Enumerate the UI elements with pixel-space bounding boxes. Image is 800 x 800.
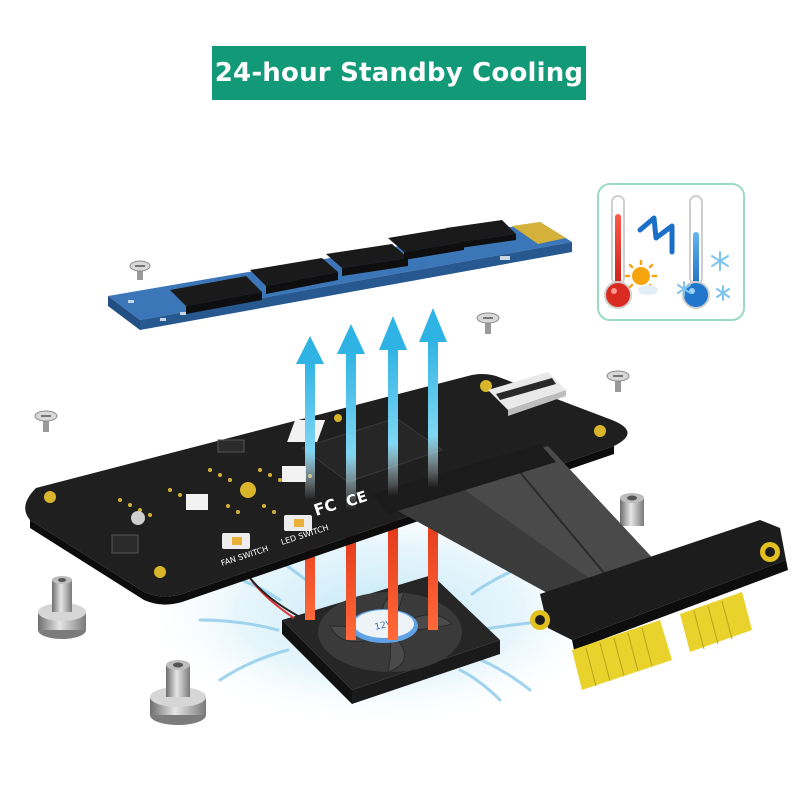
pcie-riser [372,444,788,690]
snowflake-icon [677,251,730,301]
lightning-icon [637,215,675,255]
adapter-pcb: FAN SWITCH LED SWITCH FC CE [25,372,628,605]
fan-switch [222,533,250,549]
thermometer-cold-icon [682,195,710,309]
m2-ssd [108,220,572,330]
nand-chips [170,220,516,314]
m2-slot [488,372,566,416]
thermometer-hot-icon [604,195,632,309]
cool-arrow-icon [296,308,447,510]
standoff-icon [38,493,644,725]
cool-flow-arrows [296,308,447,510]
temperature-panel [597,183,745,321]
screw-icon [34,260,630,432]
heat-flow-arrows [305,515,438,640]
hot-arrow-icon [305,515,438,640]
page-title-banner: 24-hour Standby Cooling [212,46,586,100]
led-switch [284,515,312,531]
sun-icon [624,259,658,295]
pcie-gold-fingers [572,592,752,690]
